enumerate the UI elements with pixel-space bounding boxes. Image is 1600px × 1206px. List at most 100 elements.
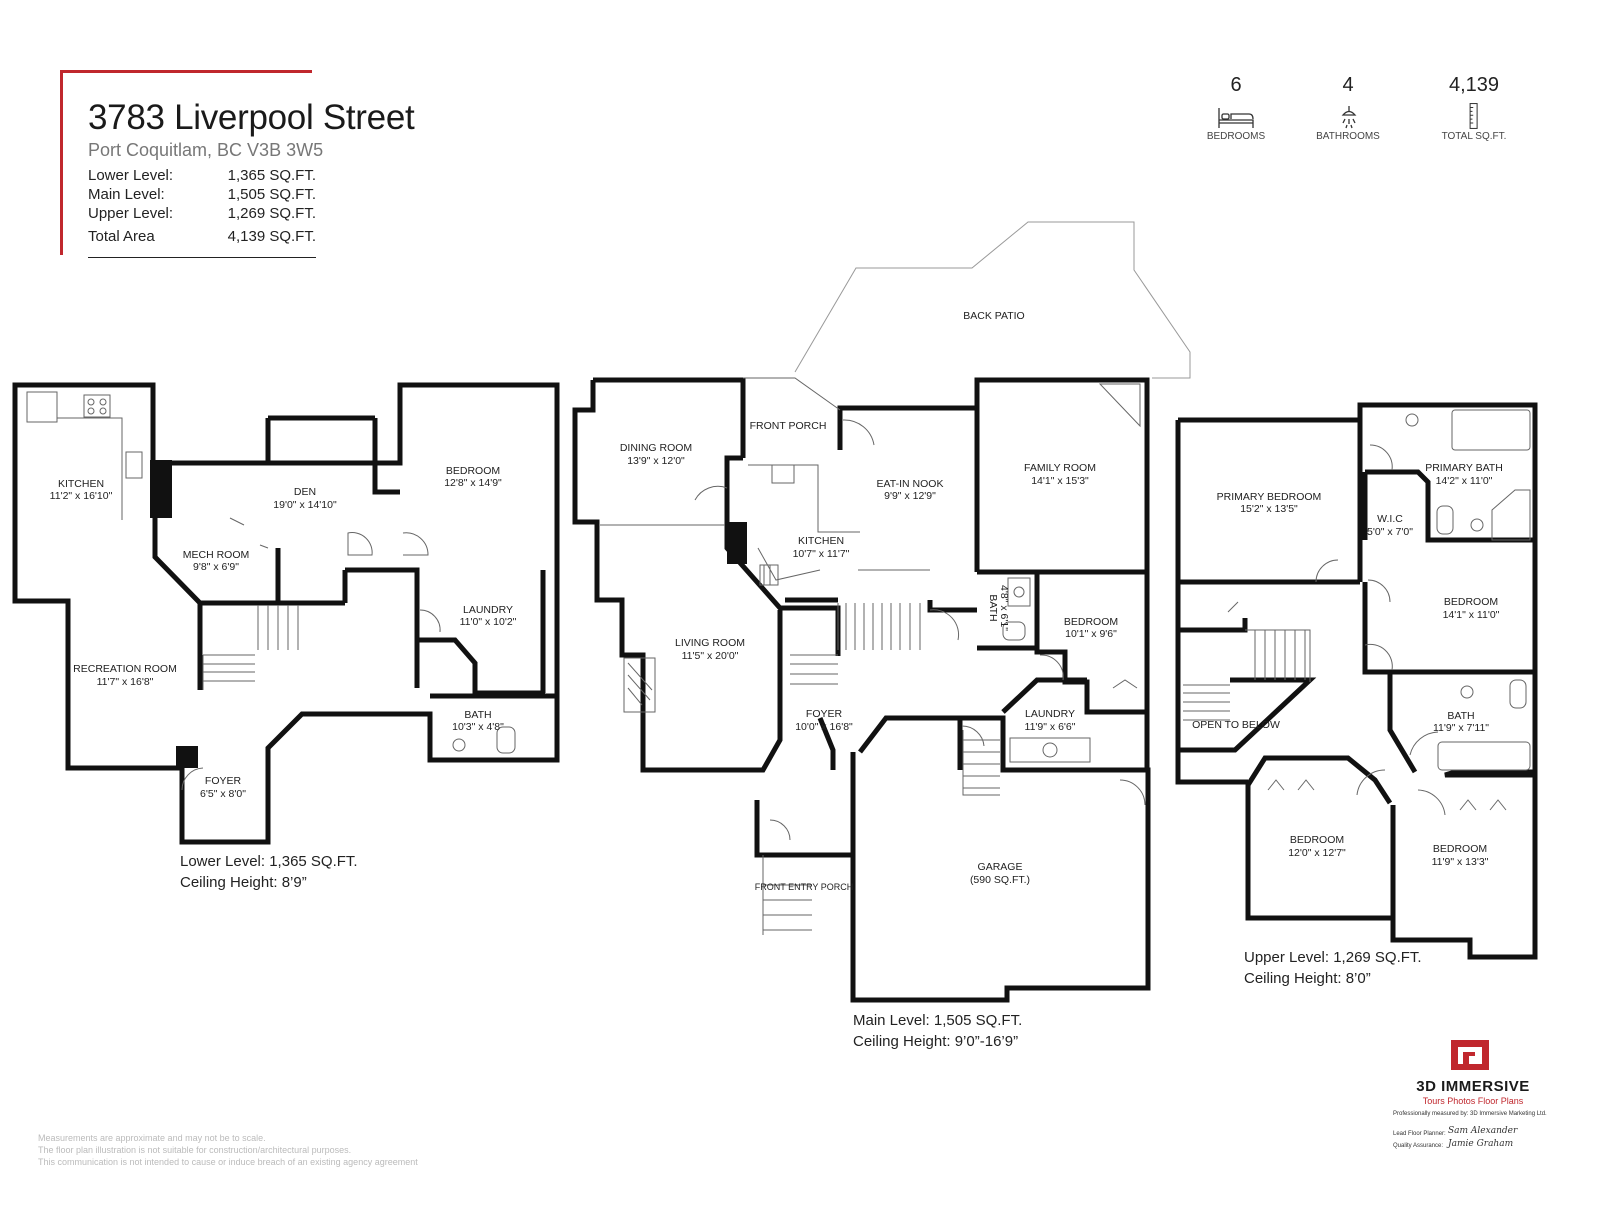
area-value: 1,365 SQ.FT. — [227, 167, 316, 184]
area-row-lower: Lower Level: 1,365 SQ.FT. — [88, 167, 316, 184]
room-name: BATH — [987, 594, 999, 621]
level-area: Upper Level: 1,269 SQ.FT. — [1244, 949, 1422, 966]
room-dims: 9'9" x 12'9" — [884, 490, 936, 502]
stat-bedrooms: 6 BEDROOMS — [1191, 74, 1281, 142]
room-name: BEDROOM — [1290, 834, 1344, 846]
room-name: BACK PATIO — [963, 310, 1024, 322]
lead-planner-signature: Sam Alexander — [1448, 1126, 1518, 1136]
room-dims: 6'5" x 8'0" — [200, 788, 246, 800]
shower-icon — [1341, 106, 1357, 129]
company-name: 3D IMMERSIVE — [1416, 1078, 1530, 1095]
room-dims: 14'1" x 15'3" — [1031, 475, 1089, 487]
area-row-upper: Upper Level: 1,269 SQ.FT. — [88, 205, 316, 222]
room-name: LIVING ROOM — [675, 637, 745, 649]
room-dims: 10'0" x 16'8" — [795, 721, 853, 733]
lower-level-details — [26, 391, 516, 791]
area-label: Upper Level: — [88, 205, 174, 222]
stat-value: 4,139 — [1448, 74, 1500, 96]
lower-level-caption: Lower Level: 1,365 SQ.FT. Ceiling Height… — [180, 851, 358, 893]
area-value: 4,139 SQ.FT. — [227, 228, 316, 245]
room-name: W.I.C — [1377, 513, 1403, 525]
room-dims: 14'1" x 11'0" — [1443, 609, 1500, 621]
room-name: DEN — [294, 486, 316, 498]
room-dims: 19'0" x 14'10" — [273, 499, 337, 511]
upper-level-caption: Upper Level: 1,269 SQ.FT. Ceiling Height… — [1244, 947, 1422, 989]
stat-total-sqft: 4,139 TOTAL SQ.FT. — [1429, 74, 1519, 142]
lower-column — [176, 746, 198, 768]
city-subtitle: Port Coquitlam, BC V3B 3W5 — [88, 140, 324, 160]
measured-by: Professionally measured by: 3D Immersive… — [1393, 1111, 1547, 1117]
upper-level-walls — [1175, 402, 1538, 960]
area-label: Main Level: — [88, 186, 165, 203]
room-dims: 12'0" x 12'7" — [1288, 847, 1346, 859]
room-name: RECREATION ROOM — [73, 663, 177, 675]
room-name: KITCHEN — [58, 478, 104, 490]
room-dims: 10'7" x 11'7" — [793, 548, 850, 560]
room-dims: 10'1" x 9'6" — [1065, 628, 1117, 640]
room-name: BEDROOM — [446, 465, 500, 477]
room-dims: 4'8" x 6'1" — [998, 585, 1010, 631]
stat-label: BATHROOMS — [1316, 131, 1380, 142]
room-name: OPEN TO BELOW — [1192, 719, 1280, 731]
room-name: FRONT PORCH — [750, 420, 827, 432]
level-area: Lower Level: 1,365 SQ.FT. — [180, 853, 358, 870]
level-ceiling: Ceiling Height: 8’0” — [1244, 970, 1371, 987]
room-dims: 5'0" x 7'0" — [1367, 526, 1413, 538]
quality-assurance-signature: Jamie Graham — [1448, 1139, 1514, 1149]
room-dims: 11'9" x 6'6" — [1025, 721, 1076, 733]
room-name: LAUNDRY — [1025, 708, 1075, 720]
room-name: EAT-IN NOOK — [877, 478, 944, 490]
room-name: FRONT ENTRY PORCH — [755, 882, 854, 892]
room-dims: 9'8" x 6'9" — [193, 561, 239, 573]
main-level-caption: Main Level: 1,505 SQ.FT. Ceiling Height:… — [853, 1010, 1022, 1052]
room-dims: (590 SQ.FT.) — [970, 874, 1030, 886]
upper-level-details — [1183, 409, 1531, 816]
main-level-walls — [572, 377, 1151, 1003]
level-ceiling: Ceiling Height: 9’0”-16’9” — [853, 1033, 1019, 1050]
header-accent-rule-top — [60, 70, 312, 73]
area-value: 1,505 SQ.FT. — [227, 186, 316, 203]
room-name: PRIMARY BATH — [1425, 462, 1503, 474]
area-divider — [88, 257, 316, 258]
room-dims: 11'5" x 20'0" — [682, 650, 739, 662]
room-dims: 11'9" x 7'11" — [1433, 722, 1489, 734]
room-name: MECH ROOM — [183, 549, 250, 561]
upper-room-labels: PRIMARY BEDROOM 15'2" x 13'5" PRIMARY BA… — [1192, 462, 1503, 868]
header-accent-rule — [60, 70, 63, 255]
room-dims: 13'9" x 12'0" — [627, 455, 685, 467]
ruler-icon — [1469, 103, 1478, 129]
room-dims: 11'9" x 13'3" — [1432, 856, 1489, 868]
room-name: FOYER — [806, 708, 843, 720]
main-chimney — [727, 522, 747, 564]
bed-icon — [1218, 108, 1254, 128]
room-name: FOYER — [205, 775, 242, 787]
area-label: Total Area — [88, 228, 155, 245]
disclaimer-line: This communication is not intended to ca… — [38, 1157, 418, 1167]
room-dims: 10'3" x 4'8" — [452, 721, 504, 733]
room-name: BEDROOM — [1064, 616, 1118, 628]
address-title: 3783 Liverpool Street — [88, 98, 415, 137]
room-name: KITCHEN — [798, 535, 844, 547]
lead-planner-label: Lead Floor Planner: — [1393, 1131, 1446, 1137]
stat-label: BEDROOMS — [1206, 131, 1266, 142]
room-name: BEDROOM — [1433, 843, 1487, 855]
level-ceiling: Ceiling Height: 8’9” — [180, 874, 307, 891]
room-name: GARAGE — [978, 861, 1023, 873]
level-area: Main Level: 1,505 SQ.FT. — [853, 1012, 1023, 1029]
quality-assurance-label: Quality Assurance: — [1393, 1143, 1444, 1149]
disclaimer-line: The floor plan illustration is not suita… — [38, 1145, 352, 1155]
company-logo-icon — [1451, 1040, 1489, 1070]
back-patio-outline — [794, 221, 1191, 379]
stat-value: 6 — [1230, 74, 1242, 96]
room-name: LAUNDRY — [463, 604, 513, 616]
room-dims: 11'7" x 16'8" — [97, 676, 154, 688]
lower-level-walls — [12, 382, 560, 845]
room-name: BATH — [464, 709, 491, 721]
main-level-details — [600, 377, 1146, 935]
lower-room-labels: KITCHEN 11'2" x 16'10" DEN 19'0" x 14'10… — [50, 465, 517, 800]
room-name: DINING ROOM — [620, 442, 692, 454]
room-name: FAMILY ROOM — [1024, 462, 1096, 474]
stat-value: 4 — [1342, 74, 1354, 96]
area-row-total: Total Area 4,139 SQ.FT. — [88, 228, 316, 245]
